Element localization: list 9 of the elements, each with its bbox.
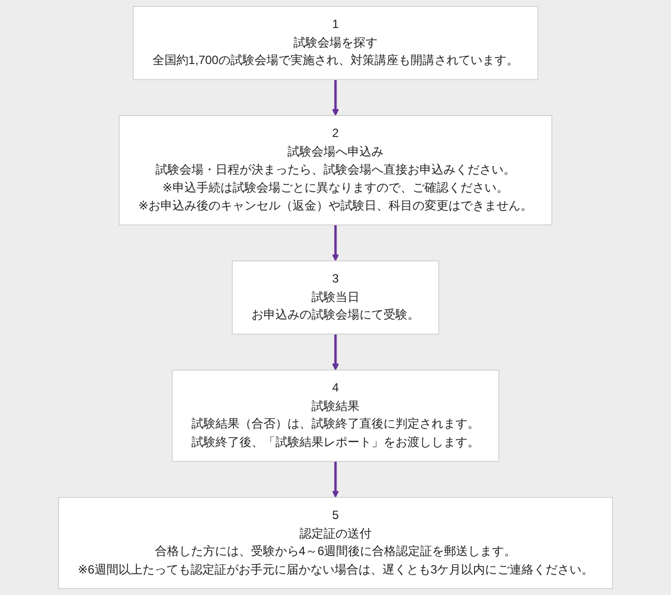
arrow bbox=[332, 334, 340, 370]
node-box: 4 試験結果 試験結果（合否）は、試験終了直後に判定されます。 試験終了後、「試験結果レポート」をお渡しします。 bbox=[172, 370, 500, 462]
node-box: 1 試験会場を探す 全国約1,700の試験会場で実施され、対策講座も開講されています。 bbox=[132, 6, 538, 80]
node-box: 3 試験当日 お申込みの試験会場にて受験。 bbox=[232, 260, 440, 334]
arrow bbox=[332, 461, 340, 498]
node-box: 5 認定証の送付 合格した方には、受験から4～6週間後に合格認定証を郵送します。 ※6週間以上たっても認定証がお手元に届かない場合は、遅くとも3ケ月以内にご連絡ください。 bbox=[58, 496, 613, 589]
node-box: 2 試験会場へ申込み 試験会場・日程が決まったら、試験会場へ直接お申込みください。 ※申込手続は試験会場ごとに異なりますので、ご確認ください。 ※お申込み後のキャンセル（返金）や試験日、科目の変更はできません。 bbox=[118, 115, 552, 226]
arrow bbox=[332, 224, 340, 262]
arrow bbox=[332, 80, 340, 116]
